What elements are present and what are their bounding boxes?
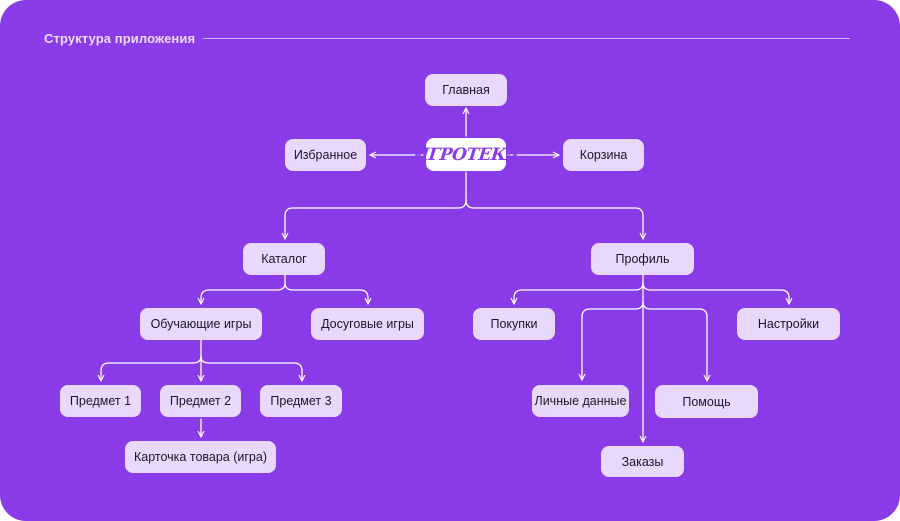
node-favorites[interactable]: Избранное (285, 139, 366, 171)
node-product-card[interactable]: Карточка товара (игра) (125, 441, 276, 473)
edge-profile-help (642, 301, 711, 382)
node-subject-3[interactable]: Предмет 3 (260, 385, 342, 417)
edge-profile-purchases (510, 274, 644, 305)
diagram-title: Структура приложения (44, 31, 196, 46)
node-personal-data[interactable]: Личные данные (532, 385, 629, 417)
node-orders[interactable]: Заказы (601, 446, 684, 477)
node-subject-2[interactable]: Предмет 2 (160, 385, 241, 417)
edge-logo-profile (465, 199, 647, 240)
node-cart[interactable]: Корзина (563, 139, 644, 171)
edge-logo-catalog (281, 171, 467, 240)
node-help[interactable]: Помощь (655, 385, 758, 418)
logo-node[interactable]: ИГРОТЕКА (412, 138, 520, 171)
app-logo: ИГРОТЕКА (411, 144, 521, 165)
node-leisure-games[interactable]: Досуговые игры (311, 308, 424, 340)
title-divider (203, 38, 850, 39)
edge-catalog-educational (197, 274, 286, 305)
edge-edu-subject1 (97, 339, 202, 382)
edge-catalog-leisure (284, 282, 372, 305)
node-catalog[interactable]: Каталог (243, 243, 325, 275)
edge-profile-personal (578, 282, 644, 381)
node-settings[interactable]: Настройки (737, 308, 840, 340)
node-educational-games[interactable]: Обучающие игры (140, 308, 262, 340)
edge-profile-settings (642, 282, 793, 305)
node-main[interactable]: Главная (425, 74, 507, 106)
node-subject-1[interactable]: Предмет 1 (60, 385, 141, 417)
edge-edu-subject3 (200, 355, 306, 382)
node-profile[interactable]: Профиль (591, 243, 694, 275)
node-purchases[interactable]: Покупки (473, 308, 555, 340)
